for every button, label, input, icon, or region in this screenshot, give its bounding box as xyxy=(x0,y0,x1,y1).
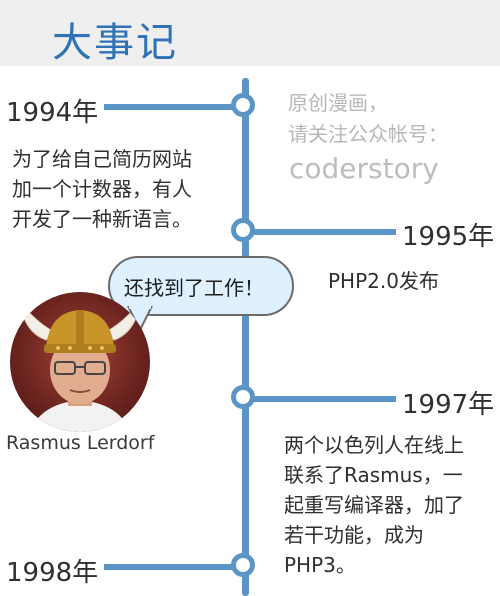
event-1997-line: 若干功能，成为 xyxy=(284,523,424,547)
event-1997-line: PHP3。 xyxy=(284,553,356,577)
timeline-connector-1994 xyxy=(104,104,244,110)
event-1994-line: 为了给自己简历网站 xyxy=(12,147,192,171)
event-1994-description: 为了给自己简历网站 加一个计数器，有人 开发了一种新语言。 xyxy=(12,144,242,234)
timeline-connector-1998 xyxy=(104,564,244,570)
timeline-axis xyxy=(242,78,249,596)
page-title: 大事记 xyxy=(52,20,178,66)
year-label-1998: 1998年 xyxy=(6,558,99,588)
timeline-node-1998 xyxy=(231,553,255,577)
follow-note-line: 请关注公众帐号： xyxy=(288,122,448,146)
avatar xyxy=(10,292,150,432)
account-handle: coderstory xyxy=(289,152,439,185)
speech-text: 还找到了工作！ xyxy=(124,276,264,300)
viking-helmet-person-icon xyxy=(19,300,141,432)
year-label-1994: 1994年 xyxy=(6,98,99,128)
event-1994-line: 开发了一种新语言。 xyxy=(12,207,192,231)
timeline-node-1997 xyxy=(231,385,255,409)
timeline-node-1995 xyxy=(231,218,255,242)
timeline-connector-1995 xyxy=(246,229,396,235)
follow-note: 原创漫画， 请关注公众帐号： xyxy=(288,88,498,150)
event-1994-line: 加一个计数器，有人 xyxy=(12,177,192,201)
timeline-connector-1997 xyxy=(246,396,396,402)
event-1995-description: PHP2.0发布 xyxy=(328,269,439,293)
year-label-1995: 1995年 xyxy=(402,222,495,252)
header-bar xyxy=(0,0,500,66)
event-1997-line: 起重写编译器，加了 xyxy=(284,493,464,517)
follow-note-line: 原创漫画， xyxy=(288,91,388,115)
event-1997-line: 两个以色列人在线上 xyxy=(284,433,464,457)
year-label-1997: 1997年 xyxy=(402,390,495,420)
timeline-node-1994 xyxy=(231,93,255,117)
person-name: Rasmus Lerdorf xyxy=(6,432,155,454)
event-1997-line: 联系了Rasmus，一 xyxy=(284,463,463,487)
event-1997-description: 两个以色列人在线上 联系了Rasmus，一 起重写编译器，加了 若干功能，成为 … xyxy=(284,430,498,580)
